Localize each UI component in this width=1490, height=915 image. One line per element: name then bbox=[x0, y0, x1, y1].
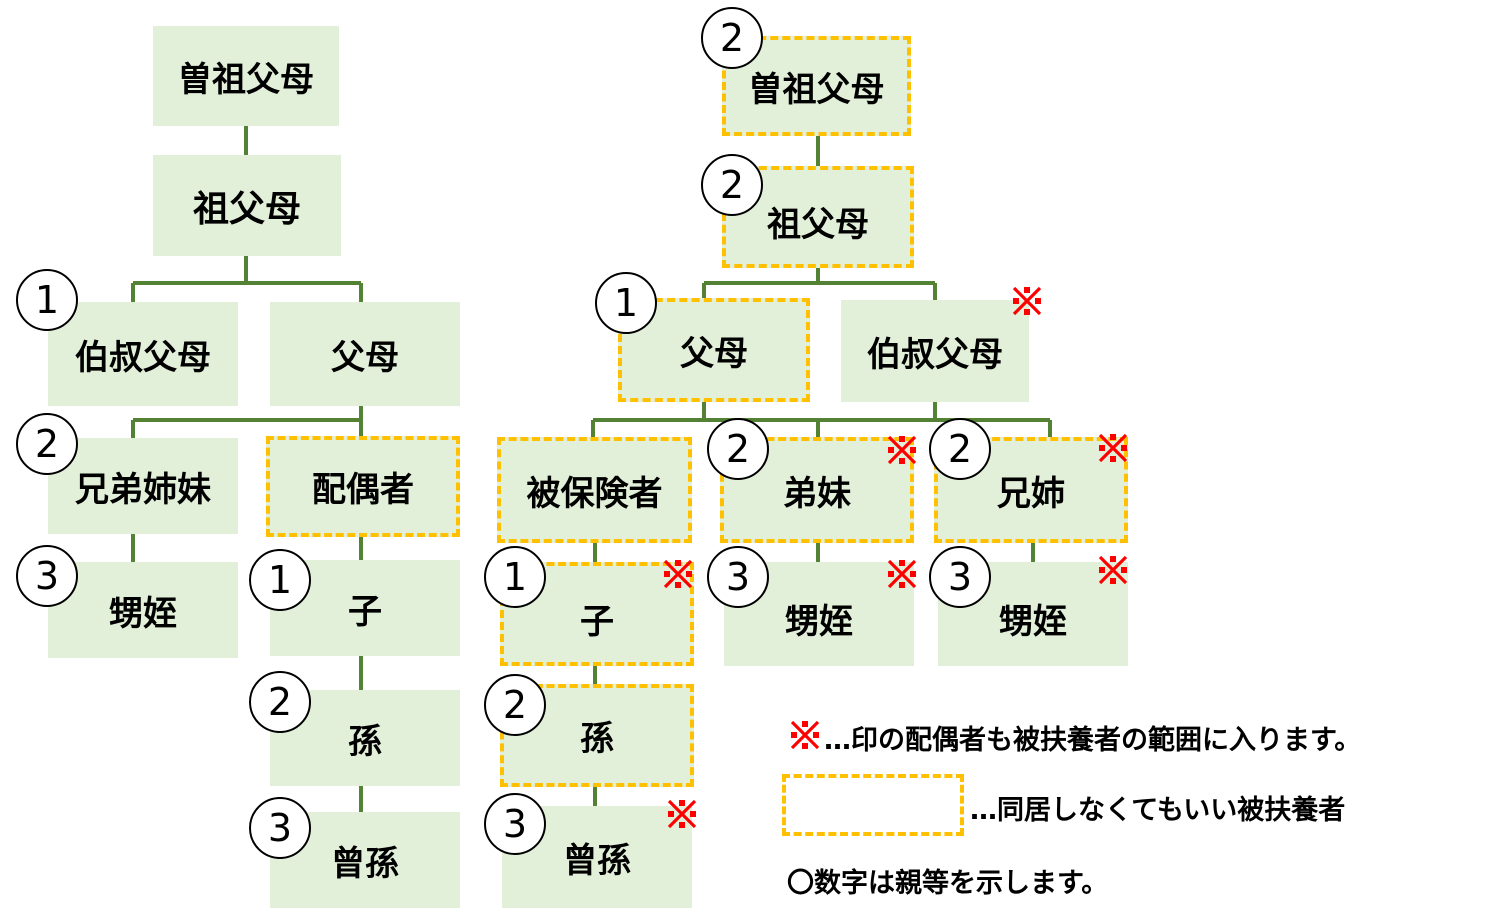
left-parents-box: 父母 bbox=[270, 302, 460, 406]
degree-circle: 2 bbox=[16, 413, 78, 475]
left-uncles-aunts-box: 伯叔父母 bbox=[48, 302, 238, 406]
left-great-grandparents-box: 曽祖父母 bbox=[153, 26, 339, 126]
degree-circle: 3 bbox=[16, 545, 78, 607]
degree-circle: 2 bbox=[701, 7, 763, 69]
kome-mark-icon bbox=[887, 435, 917, 465]
kome-mark-icon bbox=[667, 799, 697, 829]
kome-mark-icon bbox=[1098, 433, 1128, 463]
legend-mark-text: …印の配偶者も被扶養者の範囲に入ります。 bbox=[824, 725, 1362, 756]
kome-mark-icon bbox=[1098, 555, 1128, 585]
degree-circle: 1 bbox=[249, 549, 311, 611]
degree-circle: 3 bbox=[484, 793, 546, 855]
left-grandparents-box: 祖父母 bbox=[153, 155, 341, 256]
degree-circle: 3 bbox=[707, 546, 769, 608]
kome-mark-icon bbox=[887, 559, 917, 589]
legend-dashed-text: …同居しなくてもいい被扶養者 bbox=[970, 795, 1346, 826]
kome-mark-icon bbox=[1012, 286, 1042, 316]
right-older-siblings-box: 兄姉 bbox=[934, 437, 1128, 543]
degree-circle: 1 bbox=[16, 269, 78, 331]
degree-circle: 1 bbox=[595, 272, 657, 334]
degree-circle: 3 bbox=[249, 797, 311, 859]
left-siblings-box: 兄弟姉妹 bbox=[48, 438, 238, 534]
degree-circle: 3 bbox=[929, 546, 991, 608]
left-spouse-box: 配偶者 bbox=[266, 436, 460, 537]
degree-circle: 2 bbox=[707, 418, 769, 480]
degree-circle: 2 bbox=[701, 154, 763, 216]
degree-circle: 1 bbox=[484, 546, 546, 608]
kome-mark-icon bbox=[663, 559, 693, 589]
kome-mark-icon bbox=[790, 720, 820, 750]
right-uncles-aunts-box: 伯叔父母 bbox=[841, 300, 1029, 402]
degree-circle: 2 bbox=[484, 674, 546, 736]
legend-circle-text: 〇数字は親等を示します。 bbox=[787, 868, 1109, 899]
legend-dashed-sample bbox=[782, 774, 964, 836]
left-nephews-nieces-box: 甥姪 bbox=[48, 562, 238, 658]
degree-circle: 2 bbox=[249, 671, 311, 733]
degree-circle: 2 bbox=[929, 418, 991, 480]
right-insured-box: 被保険者 bbox=[497, 437, 692, 543]
